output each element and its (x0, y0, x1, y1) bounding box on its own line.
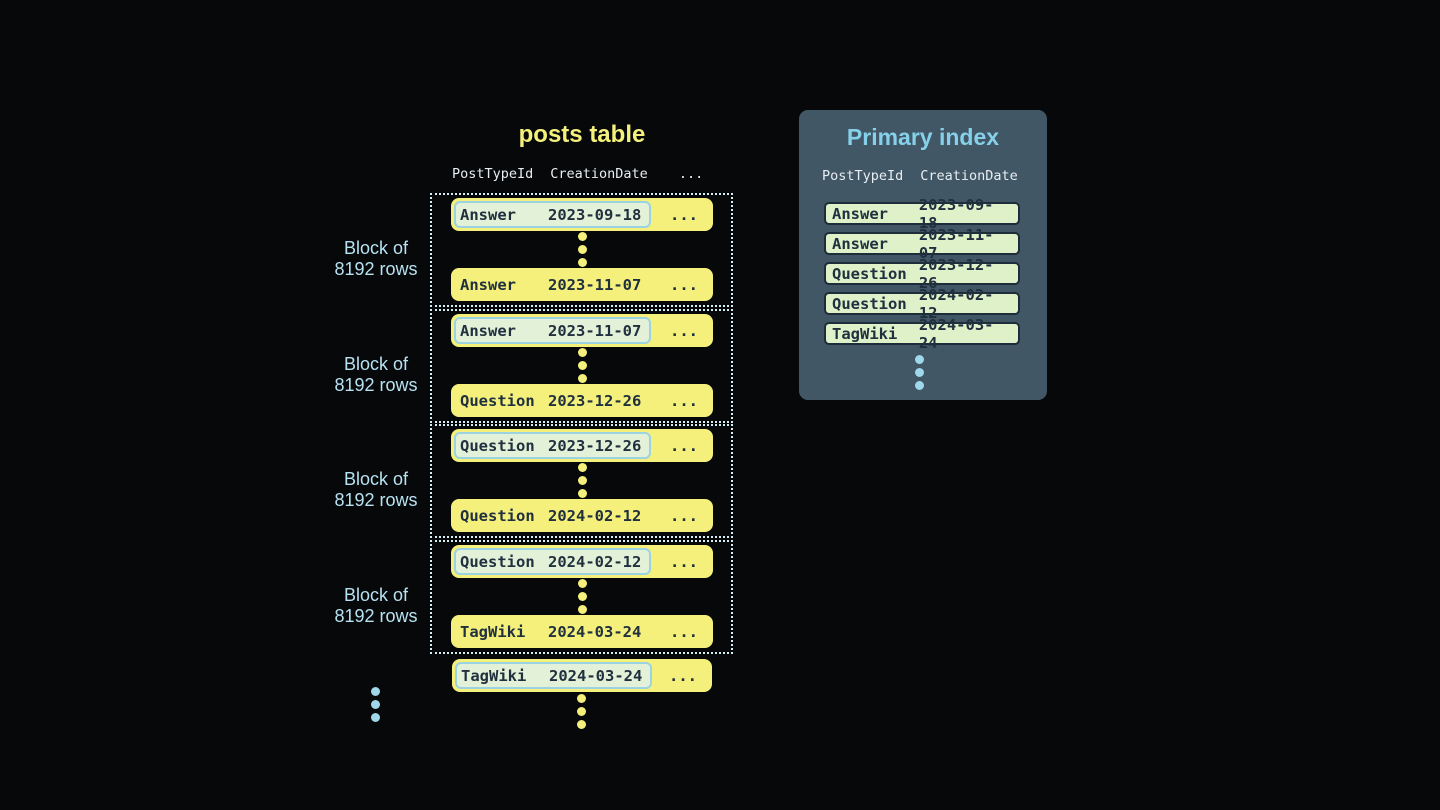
block-2-label: Block of 8192 rows (334, 354, 418, 395)
row-more-cells: ... (670, 205, 698, 224)
row-more-cells: ... (670, 275, 698, 294)
primary-index-column-headers: PostTypeId CreationDate (822, 168, 1018, 184)
row-highlight: Question 2024-02-12 (454, 548, 652, 575)
row-highlight: Answer 2023-11-07 (454, 317, 652, 344)
index-row: Question 2023-12-26 (824, 256, 1020, 292)
primary-index-panel: Primary index PostTypeId CreationDate An… (799, 110, 1047, 400)
index-row: Question 2024-02-12 (824, 286, 1020, 322)
block-4: Question 2024-02-12 ... TagWiki 2024-03-… (430, 540, 733, 654)
index-row: Answer 2023-11-07 (824, 226, 1020, 262)
primary-index-rows: Answer 2023-09-18 Answer 2023-11-07 Ques… (824, 196, 1020, 352)
ellipsis-dots-icon (577, 463, 587, 498)
block-2: Answer 2023-11-07 ... Question 2023-12-2… (430, 309, 733, 423)
table-row: Answer 2023-09-18 ... (451, 198, 713, 231)
ellipsis-dots-icon (577, 579, 587, 614)
block-3-label: Block of 8192 rows (334, 469, 418, 510)
table-row: TagWiki 2024-03-24 ... (451, 615, 713, 648)
posts-table-column-headers: PostTypeId CreationDate ... (452, 166, 703, 182)
column-header-posttypeid: PostTypeId (822, 168, 904, 184)
row-more-cells: ... (670, 506, 698, 525)
row-highlight: TagWiki 2024-03-24 (455, 662, 653, 689)
table-row: Question 2024-02-12 ... (451, 545, 713, 578)
row-more-cells: ... (670, 552, 698, 571)
block-1: Answer 2023-09-18 ... Answer 2023-11-07 … (430, 193, 733, 307)
index-row: TagWiki 2024-03-24 (824, 316, 1020, 352)
more-index-entries-ellipsis-icon (915, 355, 924, 390)
table-row: Question 2024-02-12 ... (451, 499, 713, 532)
ellipsis-dots-icon (577, 348, 587, 383)
row-more-cells: ... (669, 666, 697, 685)
row-highlight: Answer 2023-09-18 (454, 201, 652, 228)
table-row: Question 2023-12-26 ... (451, 429, 713, 462)
ellipsis-dots-icon (577, 232, 587, 267)
row-more-cells: ... (670, 436, 698, 455)
row-highlight: Question 2023-12-26 (454, 432, 652, 459)
table-row: Answer 2023-11-07 ... (451, 314, 713, 347)
next-block-first-row: TagWiki 2024-03-24 ... (452, 659, 712, 692)
column-header-more: ... (678, 166, 704, 182)
more-rows-ellipsis-icon (577, 694, 586, 729)
column-header-creationdate: CreationDate (920, 168, 1018, 184)
posts-table-title: posts table (518, 121, 646, 148)
block-1-label: Block of 8192 rows (334, 238, 418, 279)
more-blocks-ellipsis-icon (371, 687, 380, 722)
block-4-label: Block of 8192 rows (334, 585, 418, 626)
row-more-cells: ... (670, 391, 698, 410)
table-row: Answer 2023-11-07 ... (451, 268, 713, 301)
index-row: Answer 2023-09-18 (824, 196, 1020, 232)
primary-index-title: Primary index (846, 124, 1000, 150)
row-more-cells: ... (670, 622, 698, 641)
row-more-cells: ... (670, 321, 698, 340)
table-row: Question 2023-12-26 ... (451, 384, 713, 417)
column-header-creationdate: CreationDate (550, 166, 648, 182)
column-header-posttypeid: PostTypeId (452, 166, 534, 182)
block-3: Question 2023-12-26 ... Question 2024-02… (430, 424, 733, 538)
